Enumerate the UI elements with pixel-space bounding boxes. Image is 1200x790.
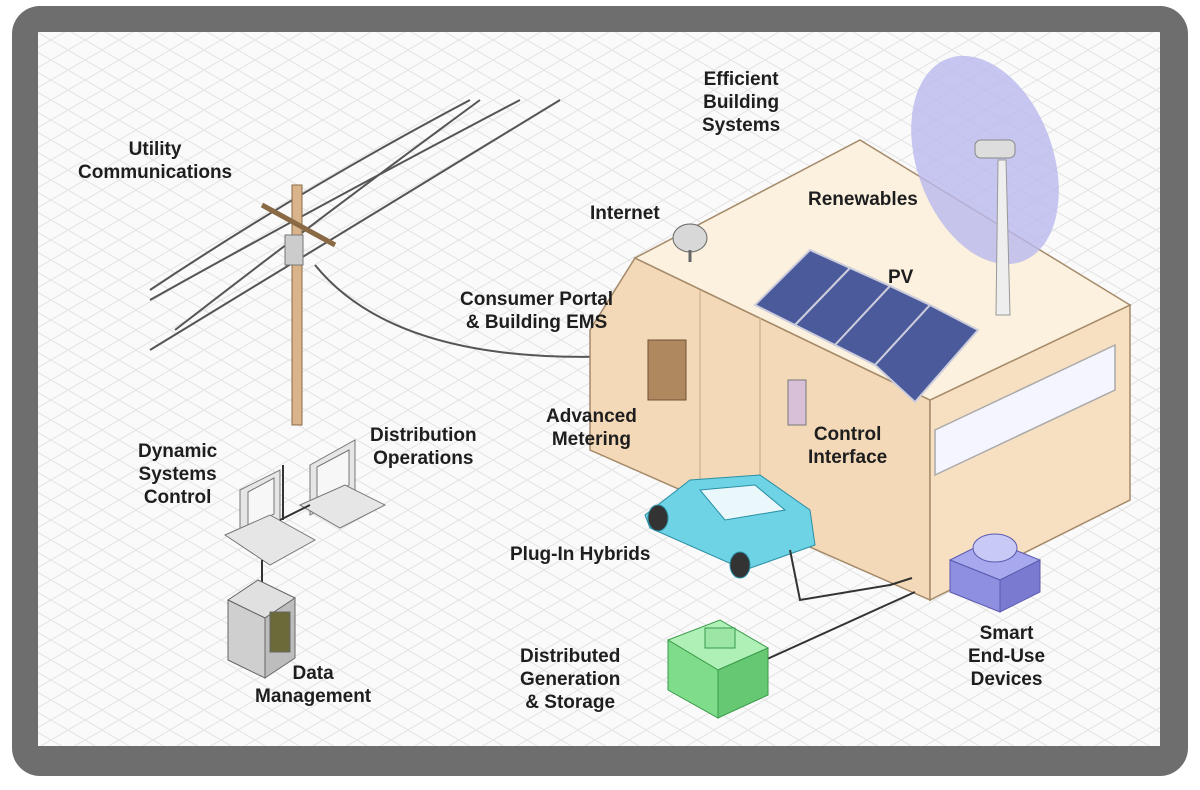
label-line: Systems bbox=[138, 464, 217, 485]
label-line: Advanced bbox=[546, 406, 637, 427]
smart-end-use-device bbox=[948, 533, 1042, 613]
label-dynamic-systems-control: Dynamic Systems Control bbox=[138, 440, 217, 509]
label-line: Consumer Portal bbox=[460, 289, 614, 310]
label-distributed-generation-storage: Distributed Generation & Storage bbox=[520, 645, 620, 714]
power-lines bbox=[149, 99, 641, 358]
label-line: Smart bbox=[979, 623, 1034, 644]
label-data-management: Data Management bbox=[255, 662, 371, 708]
label-line: Management bbox=[255, 686, 372, 707]
label-line: Utility bbox=[128, 139, 182, 160]
advanced-meter bbox=[647, 339, 687, 401]
internet-satellite-dish bbox=[672, 223, 708, 262]
label-line: Operations bbox=[373, 448, 474, 469]
pv-solar-panels bbox=[753, 248, 980, 404]
distributed-generation-storage-unit bbox=[666, 619, 770, 719]
label-line: Data bbox=[292, 663, 334, 684]
label-consumer-portal: Consumer Portal & Building EMS bbox=[460, 288, 613, 334]
label-line: Control bbox=[143, 487, 212, 508]
label-utility-communications: Utility Communications bbox=[78, 138, 232, 184]
label-line: Dynamic bbox=[138, 441, 218, 462]
dynamic-systems-control-workstation bbox=[223, 469, 317, 566]
label-line: & Building EMS bbox=[465, 312, 608, 333]
label-line: Communications bbox=[78, 162, 233, 183]
distribution-operations-workstation bbox=[298, 439, 387, 529]
label-line: Interface bbox=[808, 447, 888, 468]
label-smart-end-use-devices: Smart End-Use Devices bbox=[968, 622, 1045, 691]
plug-in-hybrid-car bbox=[644, 474, 816, 579]
label-control-interface: Control Interface bbox=[808, 423, 887, 469]
label-line: End-Use bbox=[968, 646, 1046, 667]
wind-turbine bbox=[911, 55, 1059, 316]
label-efficient-building-systems: Efficient Building Systems bbox=[702, 68, 780, 137]
label-line: & Storage bbox=[525, 692, 616, 713]
label-line: Control bbox=[813, 424, 882, 445]
label-line: Distributed bbox=[520, 646, 621, 667]
label-pv: PV bbox=[888, 267, 914, 288]
label-plug-in-hybrids: Plug-In Hybrids bbox=[510, 544, 651, 565]
label-internet: Internet bbox=[590, 203, 660, 224]
label-line: Building bbox=[703, 92, 780, 113]
label-line: Efficient bbox=[703, 69, 779, 90]
label-renewables: Renewables bbox=[808, 189, 918, 210]
control-interface-panel bbox=[787, 379, 807, 426]
building-window bbox=[934, 343, 1116, 477]
label-line: Distribution bbox=[370, 425, 477, 446]
building-roof bbox=[633, 139, 1132, 401]
data-management-server bbox=[226, 579, 297, 679]
label-line: Metering bbox=[551, 429, 631, 450]
label-distribution-operations: Distribution Operations bbox=[370, 424, 477, 470]
label-line: Generation bbox=[520, 669, 621, 690]
label-line: Devices bbox=[970, 669, 1043, 690]
utility-pole bbox=[260, 184, 337, 426]
label-advanced-metering: Advanced Metering bbox=[546, 405, 637, 451]
label-line: Systems bbox=[702, 115, 781, 136]
